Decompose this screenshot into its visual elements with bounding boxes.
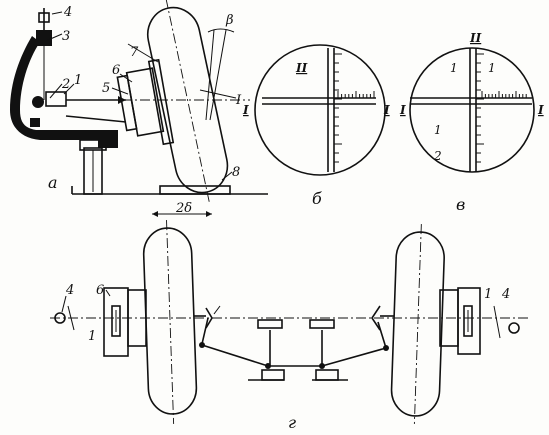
mirror-holder-right bbox=[457, 287, 481, 355]
callout-4-right: 4 bbox=[501, 287, 510, 302]
clamp-7 bbox=[147, 58, 175, 146]
roman-I-b-left: I bbox=[242, 103, 249, 117]
mirror-holder-left bbox=[103, 287, 129, 357]
beta-arc bbox=[207, 28, 235, 33]
scale-ticks-v bbox=[476, 53, 527, 163]
panel-label-g: г bbox=[288, 413, 296, 432]
callout-4-left: 4 bbox=[65, 283, 74, 298]
camber-line-1 bbox=[205, 29, 215, 121]
panel-a: 4 3 2 1 5 6 7 8 β I а bbox=[10, 0, 268, 204]
idler-mount-right bbox=[309, 319, 335, 329]
wheel-right bbox=[390, 224, 445, 424]
turntable-8 bbox=[159, 185, 231, 195]
roman-II-v: II bbox=[469, 31, 482, 45]
axis-label-I-a: I bbox=[235, 93, 242, 108]
idler-mount-left bbox=[257, 319, 283, 329]
mirror-6-left bbox=[111, 305, 121, 337]
callout-1: 1 bbox=[74, 73, 82, 88]
scale-digit-1-bottom: 1 bbox=[434, 123, 442, 137]
tire-left bbox=[142, 227, 198, 415]
c-bracket bbox=[10, 36, 118, 148]
rail-block-right bbox=[315, 369, 339, 381]
leader-8 bbox=[221, 171, 233, 181]
pivot-right bbox=[371, 305, 381, 331]
panel-label-a: а bbox=[48, 173, 58, 192]
gap-arrow-right bbox=[206, 211, 212, 217]
leader-6-left bbox=[105, 289, 111, 297]
pivot-left-hatch bbox=[213, 305, 221, 315]
wheel-axis bbox=[165, 0, 211, 204]
callout-6: 6 bbox=[112, 63, 120, 78]
roman-II-b: II bbox=[295, 61, 308, 75]
scale-digit-2-bottom: 2 bbox=[433, 149, 442, 163]
roman-I-b-right: I bbox=[383, 103, 390, 117]
scale-circle-b bbox=[254, 44, 386, 176]
callout-2: 2 bbox=[61, 77, 70, 92]
tie-rod-right bbox=[321, 347, 387, 367]
leader-4 bbox=[51, 11, 63, 15]
leader-4-left bbox=[61, 295, 67, 313]
tie-rod-left bbox=[201, 344, 269, 367]
projector-4-right bbox=[508, 322, 520, 334]
wheel-right-axis bbox=[413, 224, 422, 424]
scale-ticks-b bbox=[334, 53, 375, 163]
panel-g: 2δ bbox=[50, 201, 528, 432]
roman-I-v-left: I bbox=[399, 103, 406, 117]
scale-circle-v bbox=[409, 47, 535, 173]
callout-1-right: 1 bbox=[484, 287, 492, 302]
callout-8: 8 bbox=[232, 165, 240, 180]
callout-3: 3 bbox=[62, 29, 70, 44]
rail-block-left bbox=[261, 369, 285, 381]
wheel-a bbox=[146, 0, 229, 204]
mirror-right bbox=[463, 305, 473, 337]
steering-arm-right bbox=[377, 321, 387, 349]
panel-label-b: б bbox=[312, 189, 322, 208]
panel-label-v: в bbox=[456, 195, 465, 214]
scale-digit-1-top-left: 1 bbox=[450, 61, 458, 75]
pivot-joint bbox=[32, 96, 44, 108]
gap-label: 2δ bbox=[175, 201, 192, 216]
leader-3 bbox=[47, 33, 63, 41]
panel-b: II I I б bbox=[242, 44, 390, 208]
wheel-left-axis bbox=[166, 220, 175, 424]
callout-6-left: 6 bbox=[96, 283, 104, 298]
leader-6 bbox=[119, 73, 133, 83]
callout-4: 4 bbox=[63, 5, 72, 20]
scale-digit-1-top-right: 1 bbox=[488, 61, 496, 75]
leader-5 bbox=[111, 87, 129, 95]
wheel-left bbox=[142, 220, 198, 424]
leader-7 bbox=[127, 43, 159, 63]
leader-2 bbox=[49, 83, 63, 99]
mirror-holder-5 bbox=[125, 67, 165, 137]
screen-1-left bbox=[67, 305, 75, 331]
panel-v: II I I 1 1 1 2 в bbox=[399, 31, 544, 214]
steering-arm-left bbox=[201, 317, 209, 345]
camber-line-2 bbox=[209, 29, 227, 121]
screw-knob bbox=[38, 12, 50, 23]
reflected-beam bbox=[199, 89, 237, 99]
pivot-left bbox=[205, 307, 213, 329]
callout-7: 7 bbox=[130, 45, 139, 60]
roman-I-v-right: I bbox=[537, 103, 544, 117]
leader-1 bbox=[63, 83, 75, 95]
angle-beta-label: β bbox=[225, 13, 234, 28]
projector-head bbox=[36, 30, 52, 46]
callout-5: 5 bbox=[102, 81, 110, 96]
stand-column bbox=[83, 147, 103, 195]
callout-1-left: 1 bbox=[88, 329, 96, 344]
bracket-foot bbox=[30, 118, 40, 127]
lens-block bbox=[45, 91, 67, 107]
projector-4-left bbox=[54, 312, 66, 324]
screen-1-right bbox=[493, 305, 501, 339]
light-beam-lower bbox=[65, 115, 127, 123]
gap-arrow-left bbox=[152, 211, 158, 217]
